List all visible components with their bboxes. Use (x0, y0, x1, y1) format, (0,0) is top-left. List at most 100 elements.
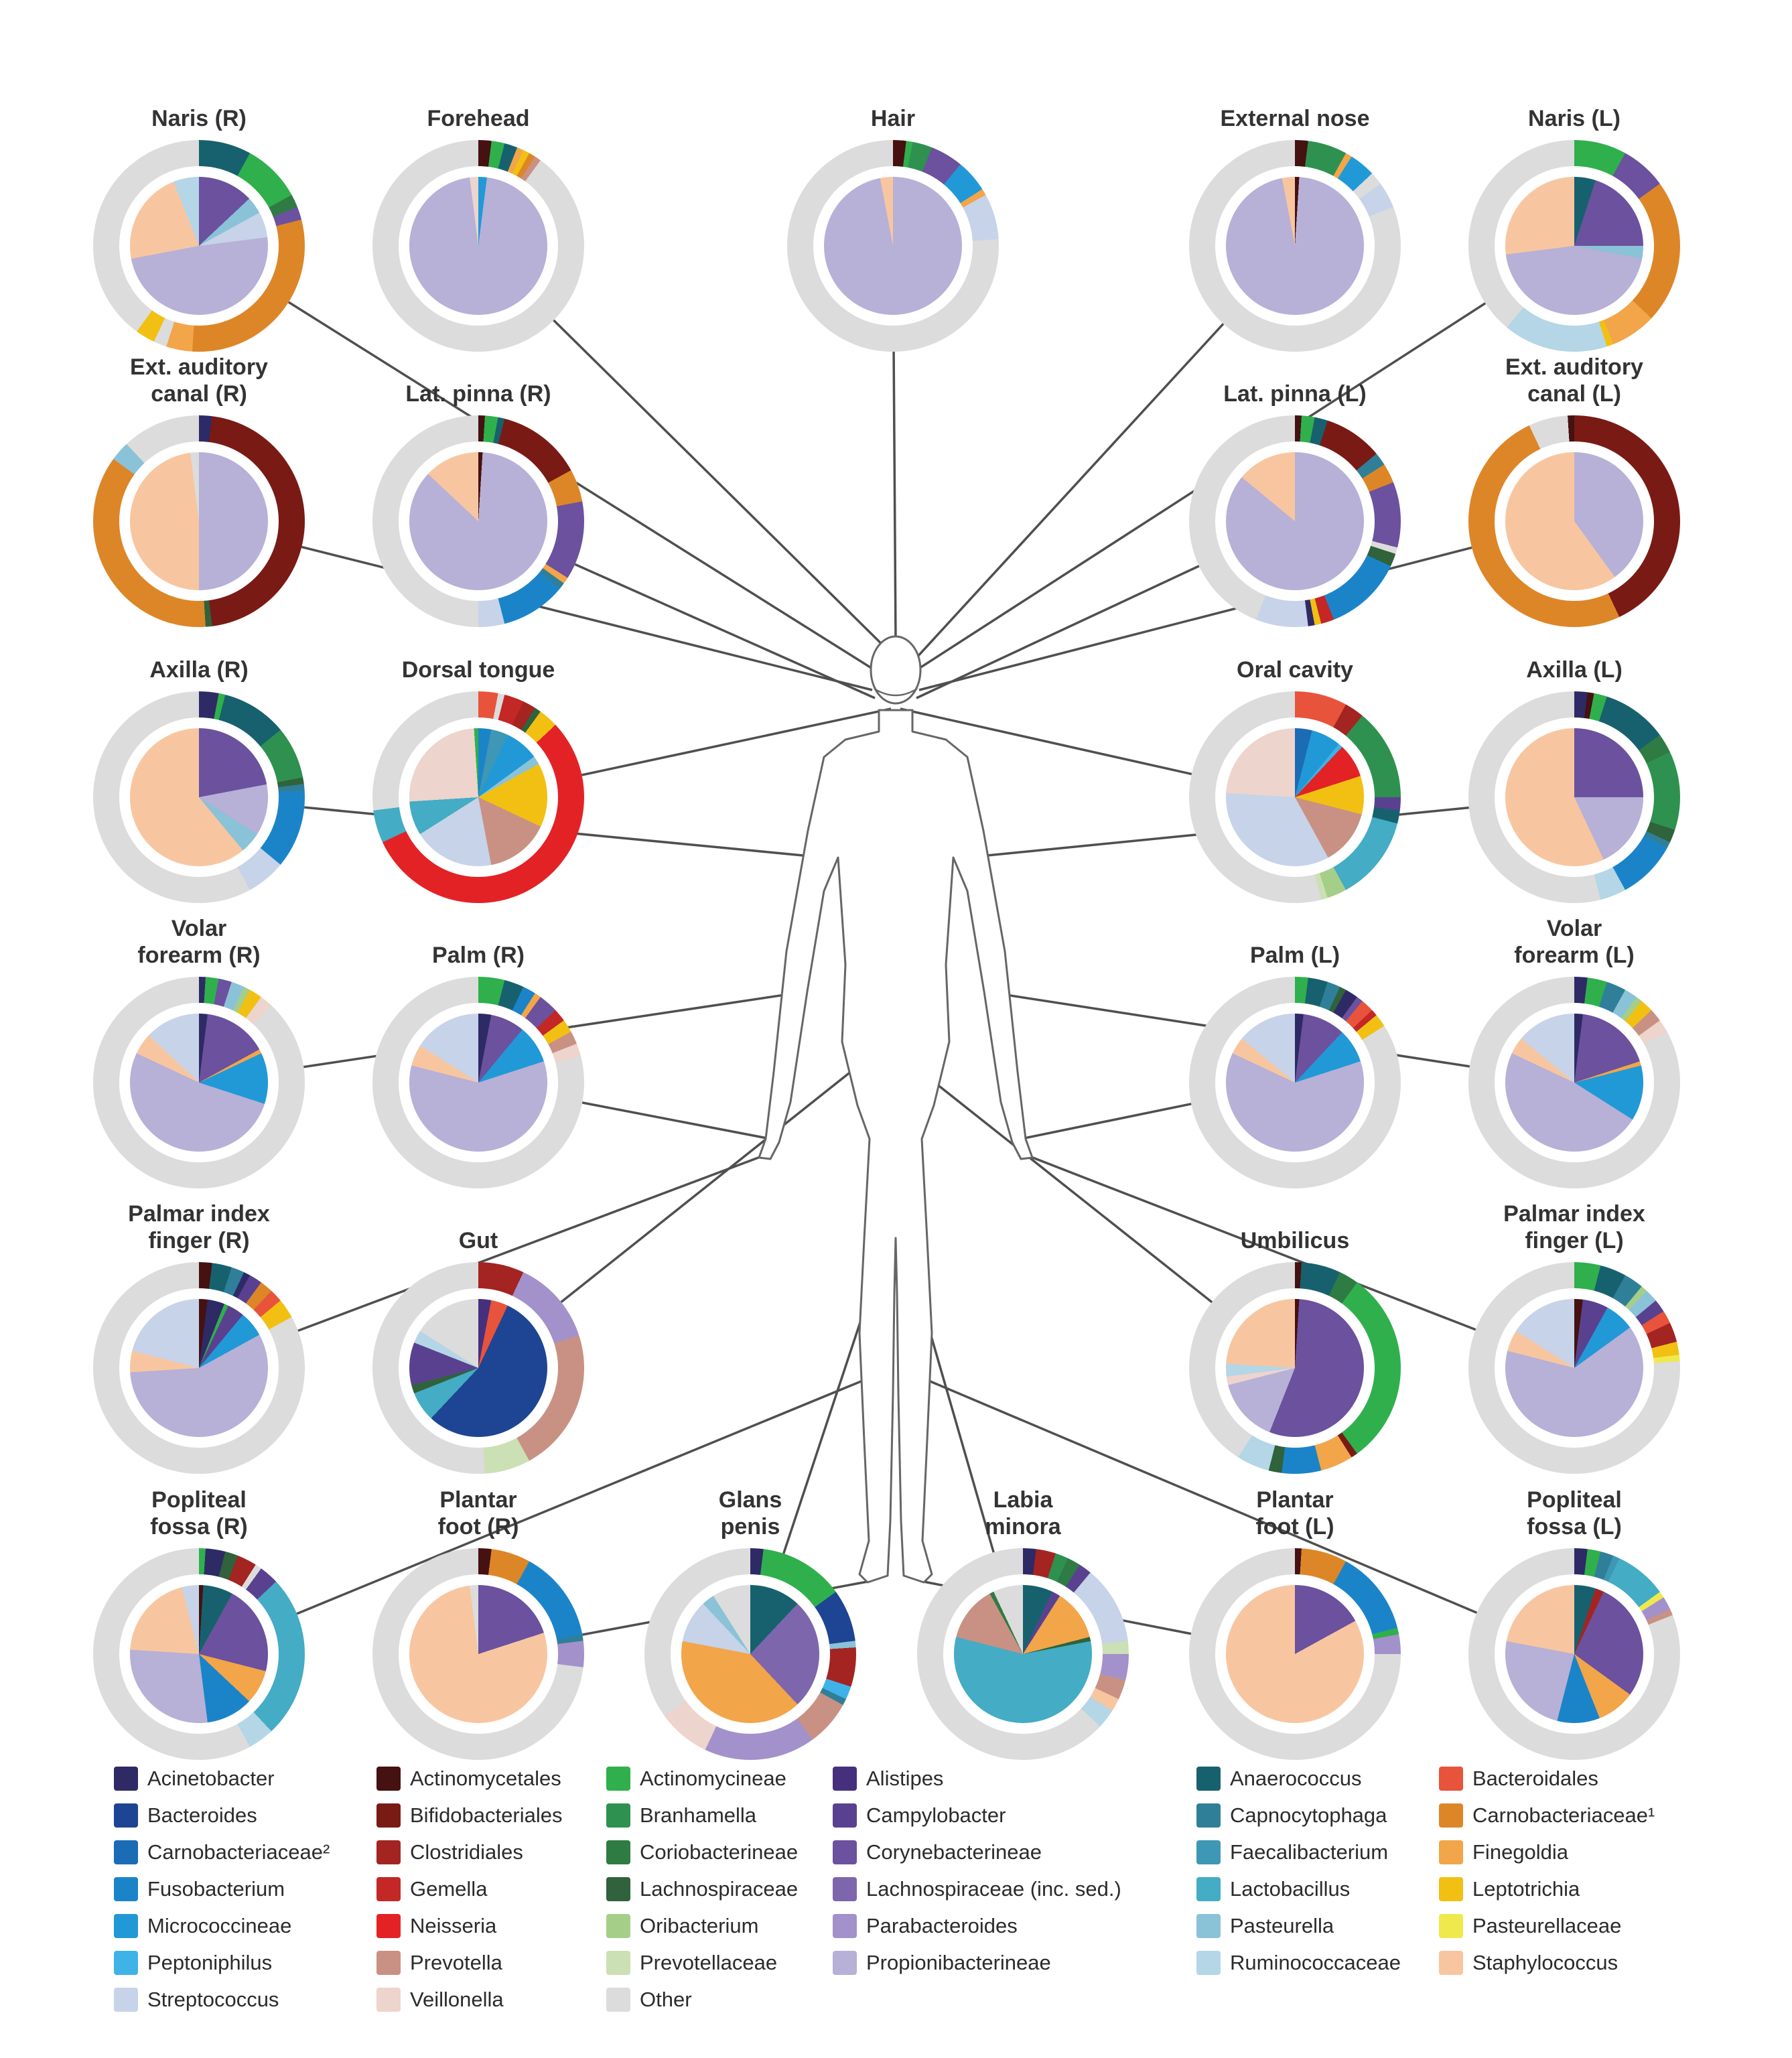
legend-item-gem: Gemella (376, 1874, 487, 1905)
chart-label-ext-auditory-canal-l: Ext. auditory canal (L) (1505, 354, 1643, 407)
legend-label-faec: Faecalibacterium (1230, 1840, 1389, 1864)
legend-label-neis: Neisseria (410, 1914, 497, 1937)
chart-lat-pinna-r (372, 415, 584, 627)
legend-item-lept: Leptotrichia (1439, 1874, 1580, 1905)
legend-label-pept: Peptoniphilus (147, 1951, 273, 1974)
inner-pie-naris-r (130, 177, 268, 315)
legend-swatch-gem (376, 1877, 401, 1901)
connector-external-nose (899, 323, 1225, 677)
legend-item-capno: Capnocytophaga (1196, 1800, 1387, 1831)
legend-item-prevl: Prevotellaceae (606, 1947, 777, 1978)
legend-label-actn: Actinomycineae (640, 1767, 786, 1790)
legend-swatch-micro (114, 1914, 138, 1938)
inner-pie-naris-l (1505, 177, 1643, 315)
legend-item-staph: Staphylococcus (1439, 1947, 1618, 1978)
legend-swatch-fine (1439, 1840, 1463, 1864)
legend-item-faec: Faecalibacterium (1196, 1837, 1388, 1868)
legend-label-corio: Coriobacterineae (640, 1840, 799, 1864)
legend-swatch-bactd (1439, 1767, 1463, 1791)
connector-umbilicus (903, 1057, 1213, 1304)
legend-swatch-parab (833, 1914, 857, 1938)
legend-swatch-actn (606, 1767, 630, 1791)
chart-label-palmar-index-finger-r: Palmar index finger (R) (128, 1201, 270, 1253)
inner-pie-forehead (409, 177, 547, 315)
legend-item-corio: Coriobacterineae (606, 1837, 798, 1868)
legend-swatch-rumi (1196, 1951, 1221, 1975)
legend-label-carn2: Carnobacteriaceae² (147, 1840, 330, 1864)
legend-swatch-prop (833, 1951, 857, 1975)
legend-swatch-neis (376, 1914, 401, 1938)
legend-item-carn2: Carnobacteriaceae² (114, 1837, 330, 1868)
chart-gut (372, 1262, 584, 1474)
inner-pie-popliteal-fossa-l (1505, 1585, 1643, 1723)
legend-swatch-veil (376, 1988, 401, 2012)
chart-naris-r (93, 140, 305, 352)
legend-swatch-prev (376, 1951, 401, 1975)
legend-label-veil: Veillonella (410, 1988, 504, 2011)
legend-item-past: Pasteurella (1196, 1911, 1334, 1941)
chart-ext-auditory-canal-l (1468, 415, 1680, 627)
legend-item-orib: Oribacterium (606, 1911, 758, 1941)
legend-swatch-acin (114, 1767, 138, 1791)
body-outline (758, 709, 1034, 1584)
legend-item-pastl: Pasteurellaceae (1439, 1911, 1621, 1941)
legend-item-lachs: Lachnospiraceae (inc. sed.) (833, 1874, 1121, 1905)
inner-pie-external-nose (1226, 177, 1364, 315)
legend-item-rumi: Ruminococcaceae (1196, 1947, 1401, 1978)
legend-swatch-bifi (376, 1803, 401, 1828)
legend-item-actlm: Actinomycetales (376, 1763, 561, 1794)
inner-pie-palmar-index-finger-r (130, 1299, 268, 1437)
legend-label-lachn: Lachnospiraceae (640, 1877, 799, 1901)
legend-label-bifi: Bifidobacteriales (410, 1803, 563, 1827)
legend-label-alis: Alistipes (866, 1767, 944, 1790)
legend-swatch-strep (114, 1988, 138, 2012)
legend-label-pastl: Pasteurellaceae (1472, 1914, 1622, 1937)
connector-palm-l (1020, 1103, 1192, 1140)
chart-ext-auditory-canal-r (93, 415, 305, 627)
chart-label-popliteal-fossa-r: Popliteal fossa (R) (150, 1487, 248, 1539)
chart-label-volar-forearm-l: Volar forearm (L) (1514, 916, 1635, 968)
chart-label-palm-l: Palm (L) (1249, 943, 1340, 968)
inner-pie-palm-r (409, 1014, 547, 1152)
chart-oral-cavity (1189, 691, 1401, 903)
inner-pie-hair (824, 177, 962, 315)
chart-label-naris-r: Naris (R) (151, 106, 247, 131)
inner-pie-umbilicus (1226, 1299, 1364, 1437)
legend-label-lachs: Lachnospiraceae (inc. sed.) (866, 1877, 1121, 1901)
legend-swatch-faec (1196, 1840, 1221, 1864)
chart-label-dorsal-tongue: Dorsal tongue (401, 657, 555, 683)
legend-swatch-camp (833, 1803, 857, 1828)
legend-swatch-orib (606, 1914, 630, 1938)
legend-item-neis: Neisseria (376, 1911, 496, 1941)
chart-popliteal-fossa-r (93, 1548, 305, 1760)
chart-palmar-index-finger-r (93, 1262, 305, 1474)
body-head (870, 635, 922, 705)
legend-item-bifi: Bifidobacteriales (376, 1800, 562, 1831)
legend-label-staph: Staphylococcus (1472, 1951, 1618, 1974)
legend-item-veil: Veillonella (376, 1984, 504, 2015)
chart-umbilicus (1189, 1262, 1401, 1474)
chart-hair (787, 140, 999, 352)
legend-label-lacto: Lactobacillus (1230, 1877, 1351, 1901)
legend-swatch-carn2 (114, 1840, 138, 1864)
legend-label-lept: Leptotrichia (1472, 1877, 1580, 1901)
legend-swatch-prevl (606, 1951, 630, 1975)
chart-label-lat-pinna-l: Lat. pinna (L) (1223, 381, 1367, 407)
legend-item-bact: Bacteroides (114, 1800, 257, 1831)
chart-label-glans-penis: Glans penis (718, 1487, 782, 1539)
legend-label-clos: Clostridiales (410, 1840, 523, 1864)
legend-swatch-lachs (833, 1877, 857, 1901)
legend-item-prop: Propionibacterineae (833, 1947, 1051, 1978)
body-chin-line (874, 687, 918, 697)
legend-swatch-corio (606, 1840, 630, 1864)
legend-label-carn1: Carnobacteriaceae¹ (1472, 1803, 1655, 1827)
legend-label-orib: Oribacterium (640, 1914, 759, 1937)
connector-dorsal-tongue (581, 707, 892, 776)
legend-item-other: Other (606, 1984, 692, 2015)
legend-swatch-capno (1196, 1803, 1221, 1828)
legend-label-past: Pasteurella (1230, 1914, 1334, 1937)
legend-label-fine: Finegoldia (1472, 1840, 1569, 1864)
